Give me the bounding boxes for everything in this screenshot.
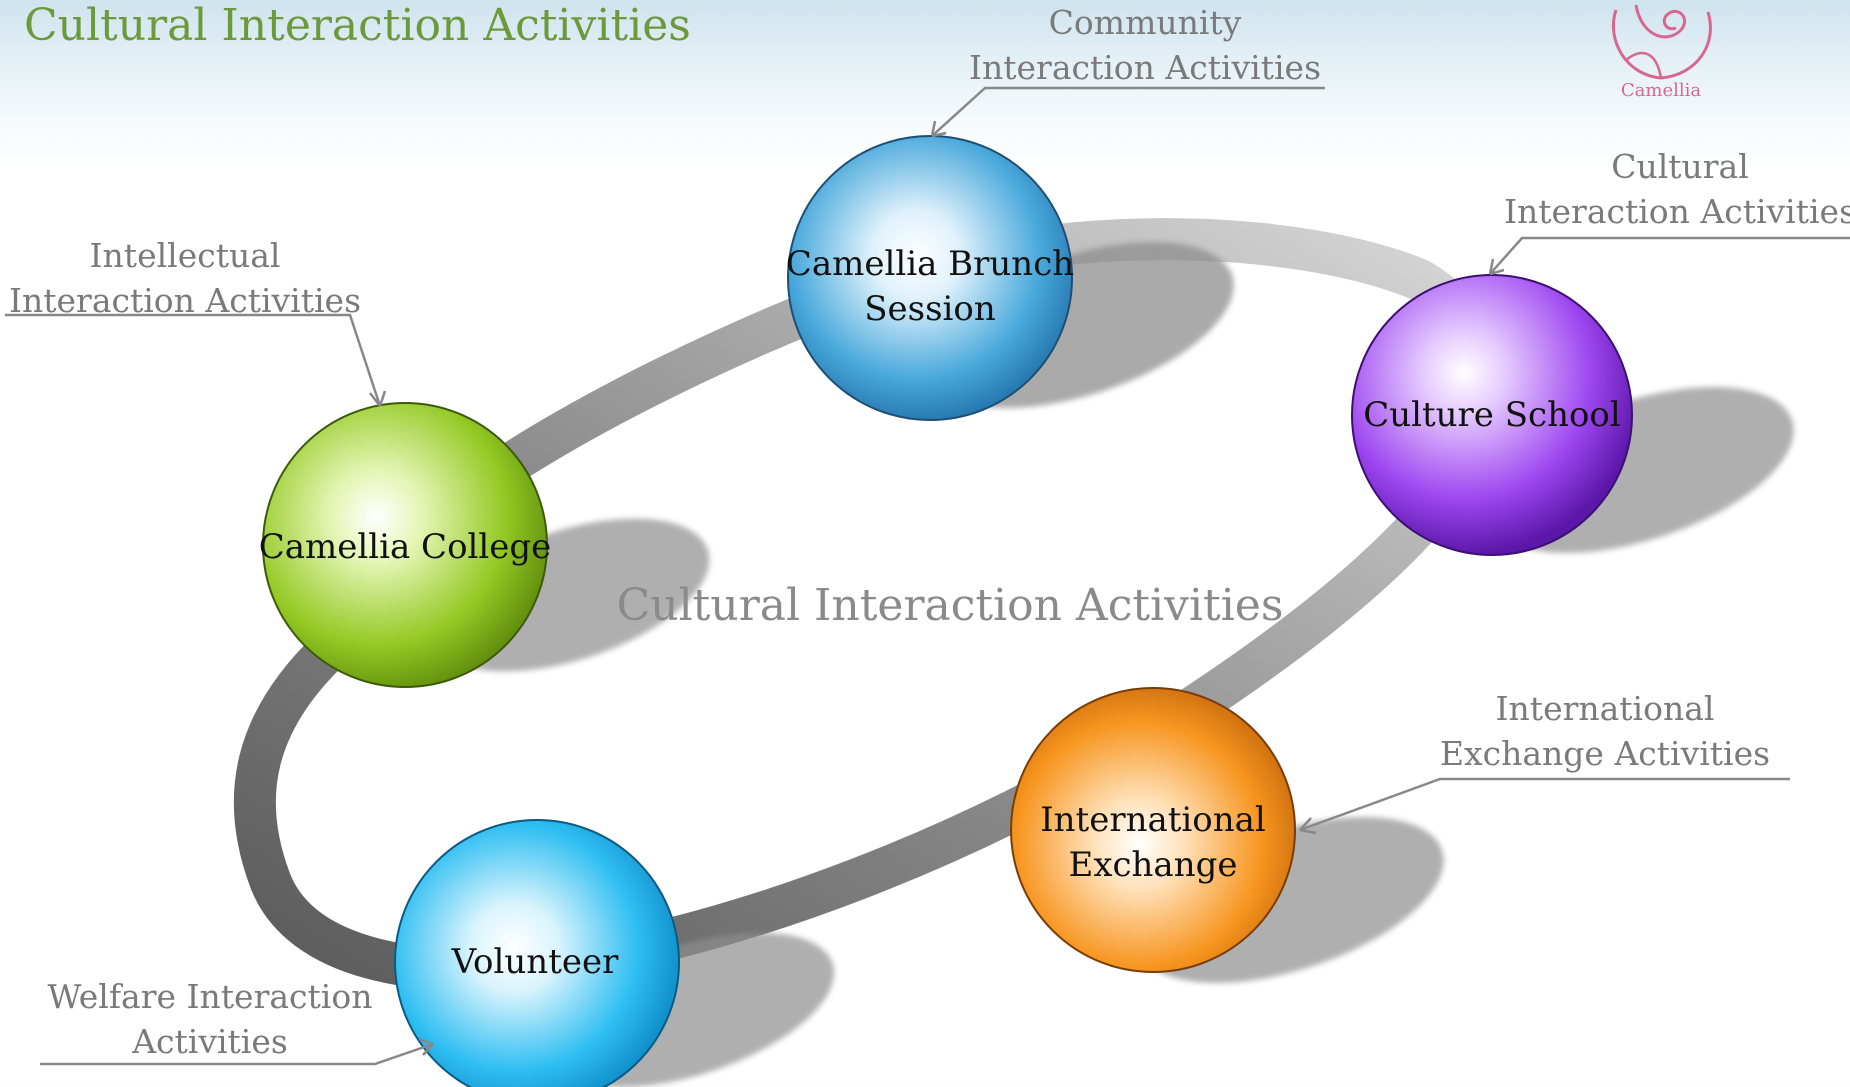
intellectual-leader-line: [5, 313, 382, 407]
node-label-line: International: [1040, 800, 1266, 840]
camellia-logo: Camellia: [1596, 0, 1726, 110]
node-label-culture: Culture School: [1342, 393, 1642, 438]
callout-community: Community Interaction Activities: [965, 0, 1325, 90]
callout-line: Cultural: [1611, 147, 1749, 186]
cultural-arrow-icon: [1488, 258, 1505, 276]
callout-line: Interaction Activities: [968, 48, 1322, 87]
node-label-line: Camellia College: [258, 527, 552, 567]
callout-line: Interaction Activities: [1503, 192, 1850, 231]
sphere-volunteer: [394, 819, 680, 1087]
node-label-brunch: Camellia Brunch Session: [780, 242, 1080, 332]
node-label-college: Camellia College: [245, 525, 565, 570]
node-label-volunteer: Volunteer: [385, 940, 685, 985]
logo-text: Camellia: [1620, 80, 1702, 101]
page-title: Cultural Interaction Activities: [24, 0, 691, 51]
callout-line: Intellectual: [89, 236, 281, 275]
sphere-brunch: [787, 135, 1073, 421]
callout-line: Welfare Interaction: [47, 977, 373, 1016]
international-arrow-icon: [1299, 817, 1317, 835]
sphere-college: [262, 402, 548, 688]
callout-line: Interaction Activities: [8, 281, 362, 320]
callout-welfare: Welfare Interaction Activities: [30, 974, 390, 1064]
callout-intellectual: Intellectual Interaction Activities: [5, 233, 365, 323]
node-label-line: Volunteer: [451, 942, 619, 982]
camellia-flower-icon: [1611, 4, 1712, 80]
callout-international: International Exchange Activities: [1425, 686, 1785, 776]
node-label-line: Culture School: [1363, 395, 1621, 435]
callout-line: Activities: [132, 1022, 288, 1061]
welfare-arrow-icon: [418, 1037, 434, 1056]
center-label: Cultural Interaction Activities: [616, 580, 1284, 631]
node-label-international: International Exchange: [1003, 798, 1303, 888]
welfare-leader-line: [40, 1042, 434, 1066]
node-label-line: Camellia Brunch: [785, 244, 1075, 284]
node-label-line: Exchange: [1068, 845, 1238, 885]
international-leader-line: [1299, 777, 1790, 832]
callout-lines: [5, 86, 1850, 1066]
intellectual-arrow-icon: [369, 390, 387, 407]
sphere-international: [1010, 687, 1296, 973]
callout-cultural: Cultural Interaction Activities: [1500, 144, 1850, 234]
community-leader-line: [931, 86, 1325, 137]
callout-line: International: [1495, 689, 1715, 728]
cultural-leader-line: [1489, 236, 1850, 275]
callout-line: Exchange Activities: [1439, 734, 1771, 773]
callout-line: Community: [1048, 3, 1242, 42]
sphere-culture: [1351, 274, 1633, 556]
node-label-line: Session: [864, 289, 996, 329]
community-arrow-icon: [930, 120, 947, 138]
